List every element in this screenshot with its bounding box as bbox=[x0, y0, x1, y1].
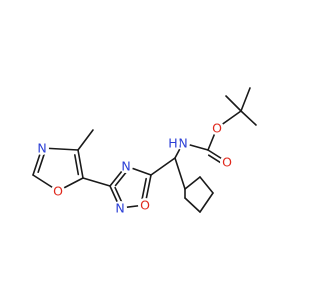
cyclobutyl-bond-2 bbox=[199, 176, 214, 194]
carbonyl-oxygen-label-bg bbox=[220, 155, 234, 169]
oxazole-nitrogen-label-bg bbox=[35, 141, 49, 155]
oxadiazole-bond-n2-c3-inner bbox=[114, 186, 123, 204]
oxazole-bond-c5-c4 bbox=[77, 149, 84, 179]
oxadiazole-bond-c3-n4-inner bbox=[114, 170, 128, 187]
tert-butyl-bond-3 bbox=[225, 95, 242, 112]
oxadiazole-bond-c5-o1-inner bbox=[141, 177, 147, 201]
oxazole-oxygen-label: O bbox=[53, 184, 63, 199]
oxadiazole-n4-label: N bbox=[121, 159, 130, 174]
oxadiazole-n2-label-bg bbox=[113, 201, 127, 215]
ester-oxygen-label: O bbox=[212, 121, 222, 136]
carbonyl-double-bond-inner bbox=[207, 154, 223, 165]
nh-hydrogen-label-bg bbox=[166, 136, 180, 150]
oxazole-bond-c5-c4-inner bbox=[74, 154, 80, 176]
tert-butyl-bond-2 bbox=[240, 110, 257, 126]
tert-butyl-bond-1 bbox=[240, 87, 251, 112]
bond-c5-ch bbox=[150, 157, 176, 176]
oxazole-bond-n-ch-inner bbox=[37, 152, 46, 174]
cyclobutyl-bond-3 bbox=[199, 192, 214, 213]
bond-layer bbox=[32, 87, 257, 213]
nh-nitrogen-label-bg bbox=[176, 136, 190, 150]
carbonyl-oxygen-label: O bbox=[222, 155, 232, 170]
cyclobutyl-bond-4 bbox=[184, 197, 201, 213]
oxazole-oxygen-label-bg bbox=[51, 184, 65, 198]
oxadiazole-n2-label: N bbox=[115, 201, 124, 216]
ring-link-bond bbox=[82, 177, 111, 187]
methyl-bond bbox=[77, 129, 94, 151]
cyclobutyl-bond-1 bbox=[184, 176, 201, 190]
oxadiazole-oxygen-label-bg bbox=[138, 198, 152, 212]
oxadiazole-oxygen-label: O bbox=[140, 198, 150, 213]
nh-nitrogen-label: N bbox=[178, 136, 187, 151]
nh-hydrogen-label: H bbox=[168, 136, 177, 151]
ester-oxygen-label-bg bbox=[210, 121, 224, 135]
oxadiazole-n4-label-bg bbox=[119, 159, 133, 173]
bond-ch-cyclobutyl bbox=[174, 157, 186, 190]
oxazole-nitrogen-label: N bbox=[37, 141, 46, 156]
